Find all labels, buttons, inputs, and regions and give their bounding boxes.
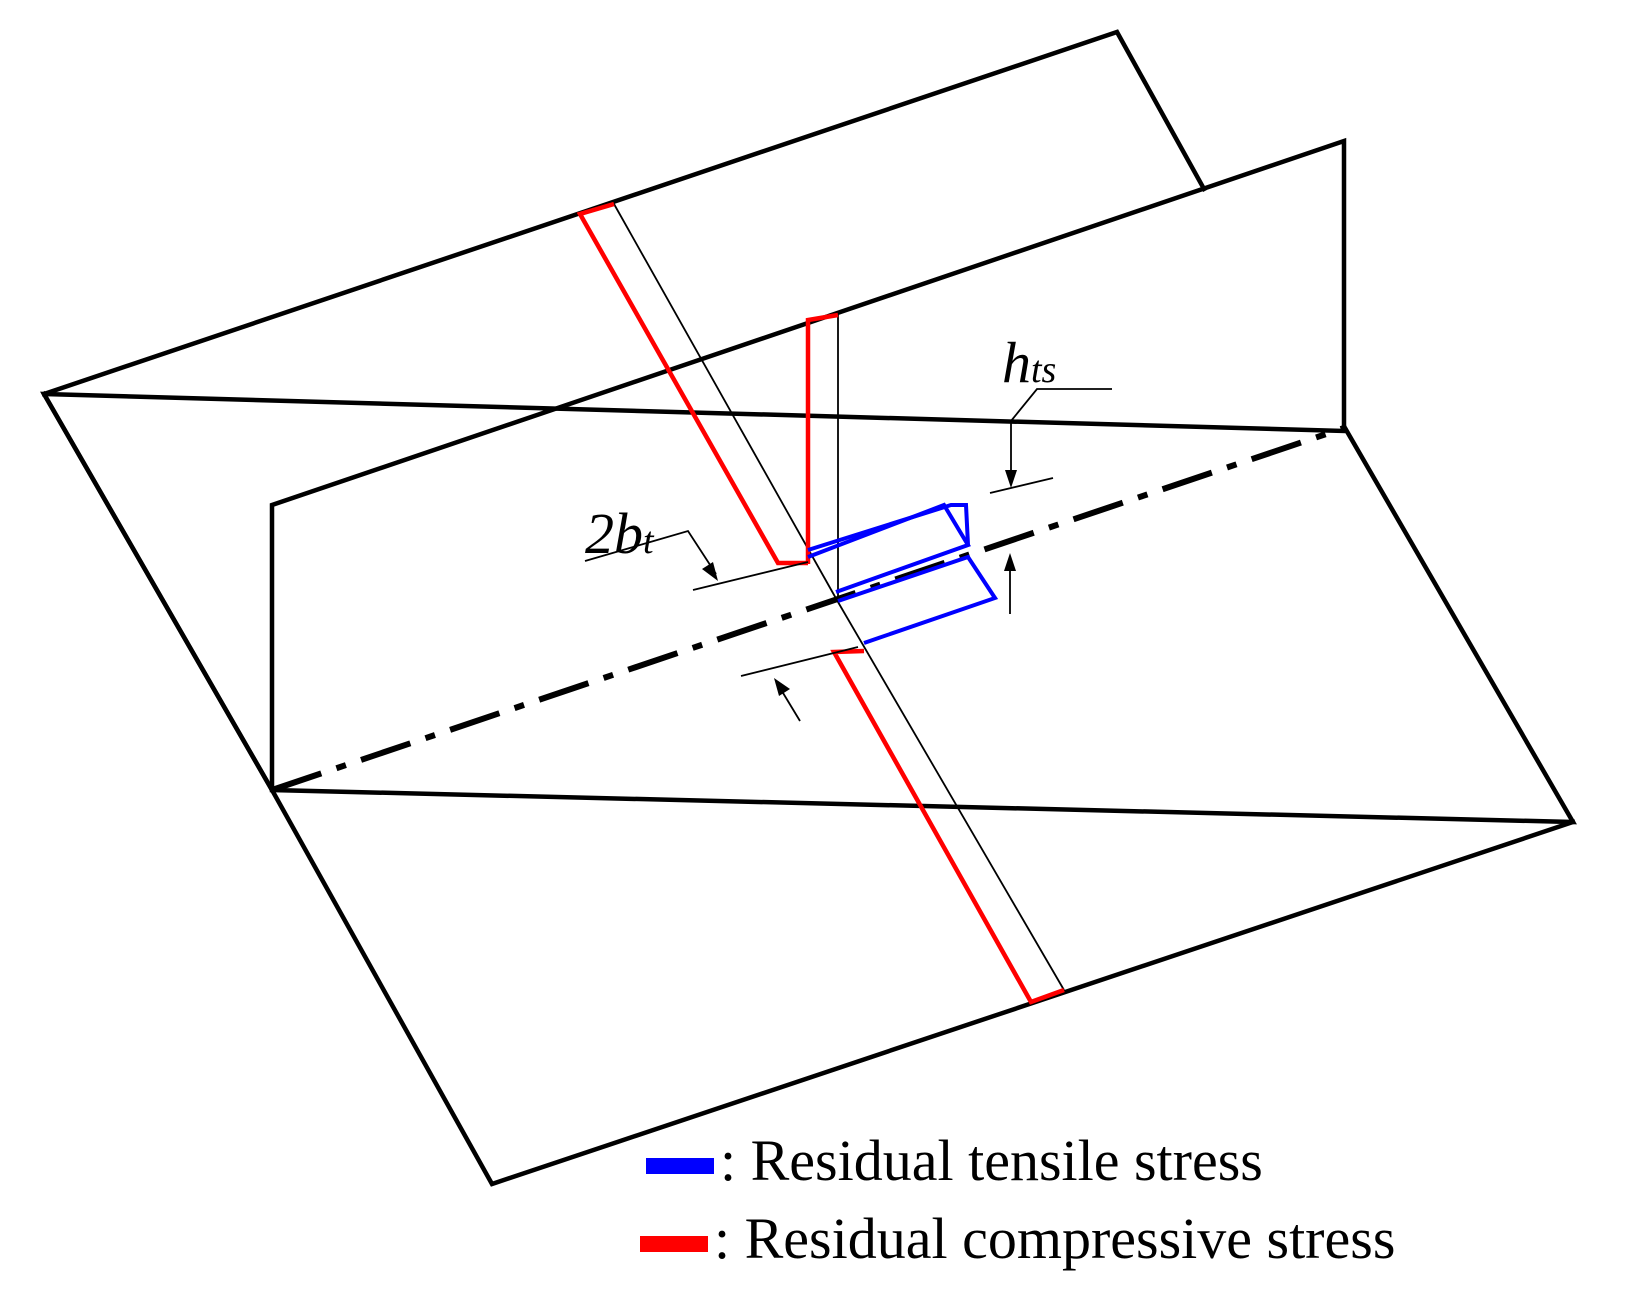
hts-arrow-lower bbox=[1004, 553, 1016, 571]
compressive-stress-web bbox=[805, 312, 839, 564]
section-line-front bbox=[837, 601, 1065, 991]
base-plate-front-edge bbox=[268, 786, 1576, 1187]
compressive-stress-base-back bbox=[576, 201, 808, 566]
bt-label: 2bt bbox=[585, 501, 655, 566]
compressive-stress-base-front bbox=[830, 648, 1065, 1005]
hts-label-main: h bbox=[1002, 330, 1031, 395]
weld-centerline bbox=[271, 425, 1345, 793]
tensile-stress-web-a bbox=[807, 502, 971, 594]
bt-arrow-upper bbox=[702, 562, 718, 581]
back-plate-outline bbox=[41, 29, 1208, 397]
hts-label: hts bbox=[1002, 330, 1056, 395]
hts-extension-upper bbox=[989, 477, 1054, 494]
bt-leader bbox=[584, 529, 717, 575]
bt-extension-lower bbox=[740, 646, 859, 677]
bt-label-sub: t bbox=[643, 520, 655, 562]
bt-extension-upper bbox=[692, 561, 809, 591]
hts-leader-shoulder bbox=[1010, 388, 1112, 422]
bt-arrow-lower bbox=[774, 678, 790, 696]
section-line-back bbox=[613, 203, 839, 603]
legend: : Residual tensile stress : Residual com… bbox=[640, 1128, 1395, 1271]
bt-label-main: 2b bbox=[585, 501, 643, 566]
hts-label-sub: ts bbox=[1031, 349, 1056, 391]
tensile-stress-web-b bbox=[807, 503, 970, 552]
legend-tensile-label: : Residual tensile stress bbox=[720, 1128, 1263, 1193]
legend-compressive-label: : Residual compressive stress bbox=[714, 1206, 1395, 1271]
base-plate-left-edge bbox=[40, 390, 276, 794]
hts-arrow-upper bbox=[1005, 470, 1017, 488]
legend-tensile-swatch bbox=[646, 1158, 714, 1174]
legend-compressive-swatch bbox=[640, 1236, 708, 1252]
tensile-stress-base bbox=[837, 554, 999, 645]
